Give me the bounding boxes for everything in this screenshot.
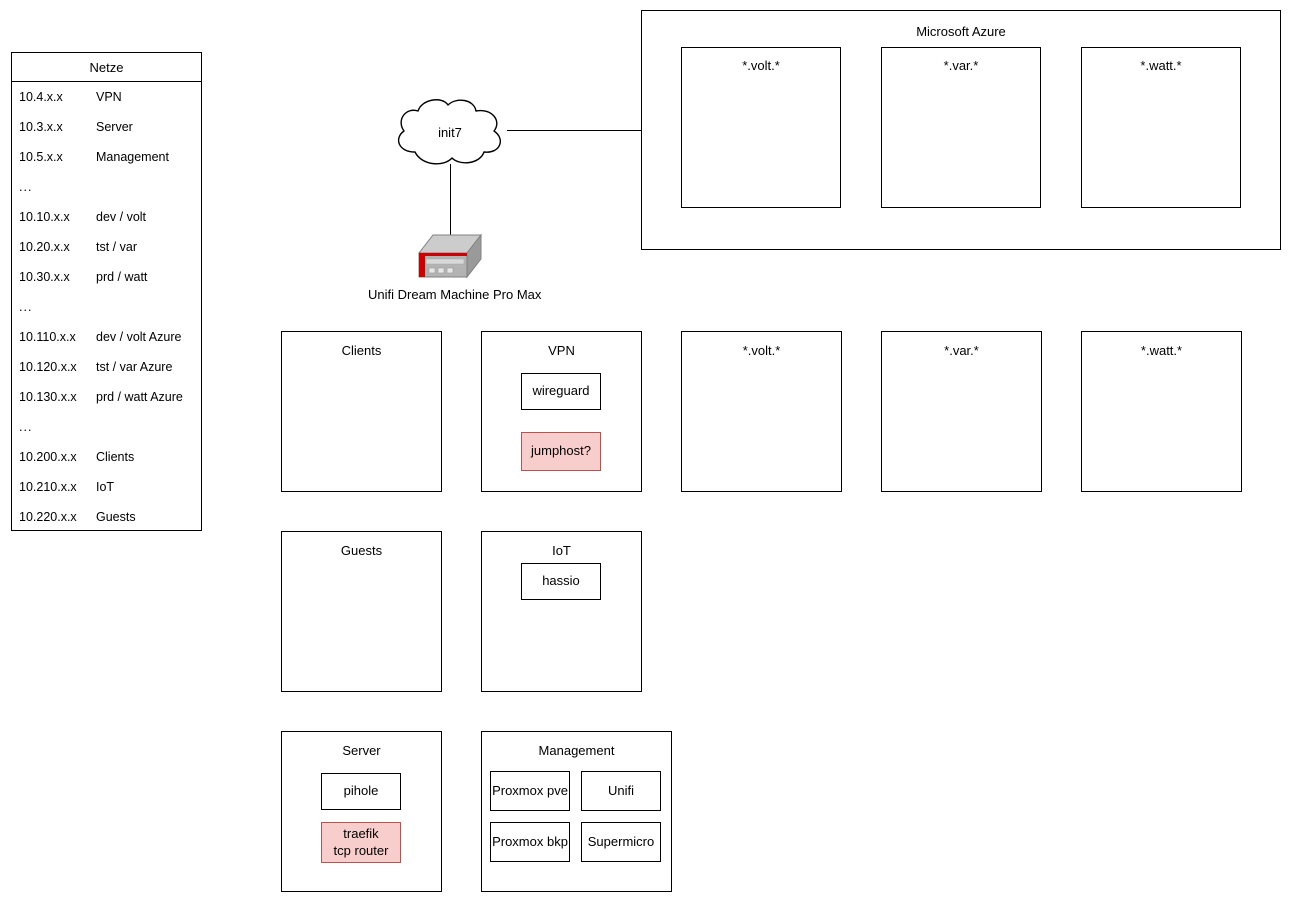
legend-row-separator: ...: [12, 172, 201, 202]
legend-name: Clients: [96, 450, 135, 464]
zone-volt: *.volt.*: [681, 331, 842, 492]
service-label: Proxmox bkp: [492, 833, 568, 849]
netze-legend-title: Netze: [12, 53, 201, 82]
service-label: Supermicro: [587, 833, 655, 849]
legend-name: VPN: [96, 90, 122, 104]
zone-watt: *.watt.*: [1081, 331, 1242, 492]
edge-cloud-to-azure: [507, 130, 642, 132]
legend-cidr: 10.5.x.x: [19, 150, 63, 164]
service-label: jumphost?: [531, 443, 591, 459]
zone-title: Server: [342, 743, 381, 758]
edge-cloud-to-unifi: [450, 164, 452, 241]
legend-row: 10.120.x.x tst / var Azure: [12, 352, 201, 382]
service-label: hassio: [542, 573, 580, 589]
azure-subscription-var: *.var.*: [881, 47, 1041, 208]
legend-cidr: ...: [19, 420, 33, 434]
legend-name: tst / var: [96, 240, 137, 254]
zone-clients: Clients: [281, 331, 442, 492]
legend-row: 10.220.x.x Guests: [12, 502, 201, 532]
netze-legend-table: Netze 10.4.x.x VPN 10.3.x.x Server 10.5.…: [11, 52, 202, 531]
azure-subscription-volt: *.volt.*: [681, 47, 841, 208]
service-jumphost[interactable]: jumphost?: [521, 432, 601, 471]
legend-cidr: 10.4.x.x: [19, 90, 63, 104]
legend-row: 10.4.x.x VPN: [12, 82, 201, 112]
service-label: Proxmox pve: [492, 782, 568, 798]
cloud-icon: [397, 99, 502, 165]
zone-iot: IoT: [481, 531, 642, 692]
service-label: Unifi: [607, 782, 634, 798]
zone-title: Guests: [340, 543, 383, 558]
unifi-dream-machine-device: [415, 233, 487, 285]
unifi-device-label: Unifi Dream Machine Pro Max: [368, 287, 542, 302]
zone-server: Server: [281, 731, 442, 892]
legend-name: IoT: [96, 480, 115, 494]
zone-management: Management: [481, 731, 672, 892]
zone-title: *.volt.*: [742, 343, 781, 358]
legend-row: 10.20.x.x tst / var: [12, 232, 201, 262]
init7-cloud: init7: [388, 96, 512, 168]
zone-title: Clients: [341, 343, 382, 358]
service-label: pihole: [343, 783, 379, 799]
legend-row: 10.30.x.x prd / watt: [12, 262, 201, 292]
legend-row-separator: ...: [12, 292, 201, 322]
legend-cidr: 10.3.x.x: [19, 120, 63, 134]
legend-name: prd / watt: [96, 270, 148, 284]
legend-name: prd / watt Azure: [96, 390, 183, 404]
legend-row: 10.5.x.x Management: [12, 142, 201, 172]
legend-row: 10.210.x.x IoT: [12, 472, 201, 502]
legend-row: 10.10.x.x dev / volt: [12, 202, 201, 232]
legend-cidr: 10.20.x.x: [19, 240, 70, 254]
zone-title: VPN: [548, 343, 575, 358]
init7-cloud-label: init7: [438, 124, 462, 140]
service-label: wireguard: [532, 383, 590, 399]
zone-guests: Guests: [281, 531, 442, 692]
legend-cidr: ...: [19, 180, 33, 194]
legend-cidr: 10.130.x.x: [19, 390, 77, 404]
legend-name: Server: [96, 120, 133, 134]
legend-cidr: 10.10.x.x: [19, 210, 70, 224]
zone-title: IoT: [552, 543, 571, 558]
azure-subscription-title: *.volt.*: [742, 58, 780, 73]
zone-var: *.var.*: [881, 331, 1042, 492]
service-hassio[interactable]: hassio: [521, 563, 601, 600]
legend-name: dev / volt: [96, 210, 147, 224]
zone-title: *.var.*: [944, 343, 979, 358]
zone-title: *.watt.*: [1140, 343, 1183, 358]
service-unifi[interactable]: Unifi: [581, 771, 661, 811]
legend-cidr: 10.220.x.x: [19, 510, 77, 524]
service-pihole[interactable]: pihole: [321, 773, 401, 810]
azure-subscription-title: *.var.*: [943, 58, 979, 73]
legend-cidr: 10.30.x.x: [19, 270, 70, 284]
service-proxmox-bkp[interactable]: Proxmox bkp: [490, 822, 570, 862]
legend-cidr: ...: [19, 300, 33, 314]
legend-cidr: 10.200.x.x: [19, 450, 77, 464]
legend-cidr: 10.120.x.x: [19, 360, 77, 374]
legend-name: Guests: [96, 510, 136, 524]
azure-title: Microsoft Azure: [916, 24, 1006, 39]
legend-row: 10.200.x.x Clients: [12, 442, 201, 472]
service-proxmox-pve[interactable]: Proxmox pve: [490, 771, 570, 811]
legend-row: 10.110.x.x dev / volt Azure: [12, 322, 201, 352]
azure-subscription-title: *.watt.*: [1140, 58, 1182, 73]
netze-legend-body: 10.4.x.x VPN 10.3.x.x Server 10.5.x.x Ma…: [12, 82, 201, 532]
azure-subscription-watt: *.watt.*: [1081, 47, 1241, 208]
legend-row: 10.130.x.x prd / watt Azure: [12, 382, 201, 412]
legend-row: 10.3.x.x Server: [12, 112, 201, 142]
zone-title: Management: [538, 743, 615, 758]
legend-name: Management: [96, 150, 169, 164]
legend-cidr: 10.110.x.x: [19, 330, 76, 344]
router-appliance-icon: [417, 233, 483, 279]
legend-name: tst / var Azure: [96, 360, 173, 374]
service-supermicro[interactable]: Supermicro: [581, 822, 661, 862]
service-wireguard[interactable]: wireguard: [521, 373, 601, 410]
legend-cidr: 10.210.x.x: [19, 480, 77, 494]
legend-name: dev / volt Azure: [96, 330, 182, 344]
legend-row-separator: ...: [12, 412, 201, 442]
